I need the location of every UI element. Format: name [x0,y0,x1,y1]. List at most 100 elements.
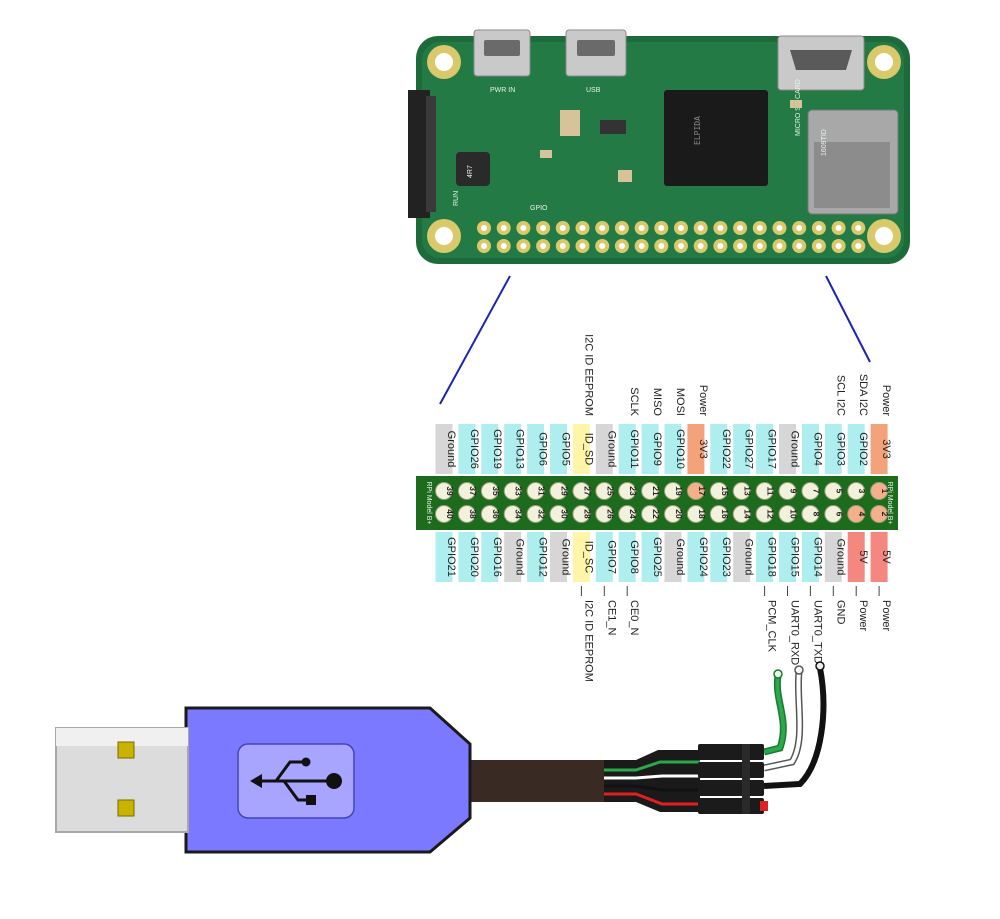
pin-hole-38 [457,505,476,523]
pin-cell-29 [550,424,567,474]
pin-hole-16 [709,505,728,523]
pin-cell-23 [618,424,636,474]
pin-number-9: 9 [789,489,799,494]
pin-hole-21 [641,482,660,500]
leader-line-right [825,275,871,363]
pin-name-22: GPIO25 [651,537,663,577]
pin-cell-12 [756,532,774,582]
pin-cell-7 [801,424,819,474]
pin-hole-9 [778,482,797,500]
pin-name-5: GPIO3 [834,432,846,466]
pin-number-1: 1 [880,489,890,494]
pin-name-31: GPIO6 [537,432,549,466]
pin-cell-9 [779,424,796,474]
pin-function-23: SCLK [628,387,640,416]
mounting-hole [427,219,461,253]
usb-a-plug [55,727,189,833]
board-pin-hole [638,225,645,231]
pin-number-2: 2 [880,512,890,517]
board-pin-hole [815,225,822,231]
pin-cell-1 [870,424,888,474]
pin-cell-34 [504,532,522,582]
board-pin-hole [540,243,547,249]
pin-hole-37 [457,482,476,500]
pin-hole-11 [755,482,774,500]
pin-hole-36 [480,505,499,523]
board-pin-hole [855,225,862,231]
pin-name-17: 3V3 [697,439,709,459]
pin-hole-5 [824,482,843,500]
pin-hole-1 [870,482,889,500]
pin-number-27: 27 [582,486,592,496]
pin-hole-8 [801,505,820,523]
pin-number-17: 17 [697,486,707,496]
pin-number-30: 30 [560,509,570,519]
pin-number-39: 39 [445,486,455,496]
board-pin-hole [776,225,783,231]
pin-cell-33 [504,424,522,474]
pin-number-7: 7 [811,489,821,494]
pin-function-21: MISO [651,388,663,417]
silk-gpio-label: GPIO [530,205,548,212]
board-pin-hole [658,243,665,249]
board-gpio-header [477,221,866,253]
board-pin-hole [500,243,507,249]
soc-chip: ELPIDA [664,90,768,186]
pin-function-1: Power [880,385,892,417]
pin-number-11: 11 [766,487,776,496]
pin-number-18: 18 [697,509,707,519]
board-pin-hole [835,225,842,231]
pin-number-25: 25 [605,486,615,496]
board-pin-hole [717,243,724,249]
pin-number-29: 29 [560,486,570,496]
pin-number-12: 12 [766,509,776,519]
leader-line-left [439,275,511,405]
pin-name-19: GPIO10 [674,429,686,469]
pin-function-27: I2C ID EEPROM [582,334,594,416]
pin-cell-31 [527,424,545,474]
pin-number-24: 24 [628,509,638,519]
pin-cell-26 [595,532,613,582]
pin-hole-7 [801,482,820,500]
board-pin-hole [579,225,586,231]
pin-name-18: GPIO24 [697,537,709,577]
pin-name-14: Ground [743,539,755,576]
pin-name-24: GPIO8 [628,540,640,574]
pin-cell-36 [481,532,499,582]
pin-name-38: GPIO20 [468,537,480,577]
pin-function-6: GND [834,600,846,625]
board-pin-hole [520,243,527,249]
board-pin-hole [835,243,842,249]
pin-function-26: CE1_N [605,600,617,636]
wire-black [763,667,827,789]
pin-function-5: SCL I2C [834,375,846,416]
board-pin-hole [481,225,487,231]
silk-pwr-label: PWR IN [490,87,515,94]
pin-name-23: GPIO11 [628,430,640,469]
pin-number-35: 35 [491,486,501,496]
pin-hole-18 [686,505,705,523]
pin-cell-4 [847,532,865,582]
pin-number-8: 8 [811,512,821,517]
pin-number-40: 40 [445,509,455,519]
pin-number-19: 19 [674,486,684,496]
pin-cell-10 [779,532,796,582]
chip-label: ELPIDA [693,116,702,145]
pin-cell-28 [572,532,590,582]
pin-hole-35 [480,482,499,500]
pin-name-36: GPIO16 [491,537,503,577]
mounting-hole [867,219,901,253]
pin-cell-15 [710,424,728,474]
pin-hole-2 [870,505,889,523]
board-pin-hole [737,225,744,231]
board-pin-hole [717,225,724,231]
pin-name-2: 5V [880,550,892,564]
mounting-hole [427,45,461,79]
pin-hole-40 [435,505,453,523]
board-pin-hole [678,225,684,231]
usb-serial-cable [55,661,827,854]
pin-hole-4 [847,505,866,523]
pin-hole-3 [847,482,866,500]
board-pin-hole [559,225,566,231]
board-pin-hole [618,243,625,249]
